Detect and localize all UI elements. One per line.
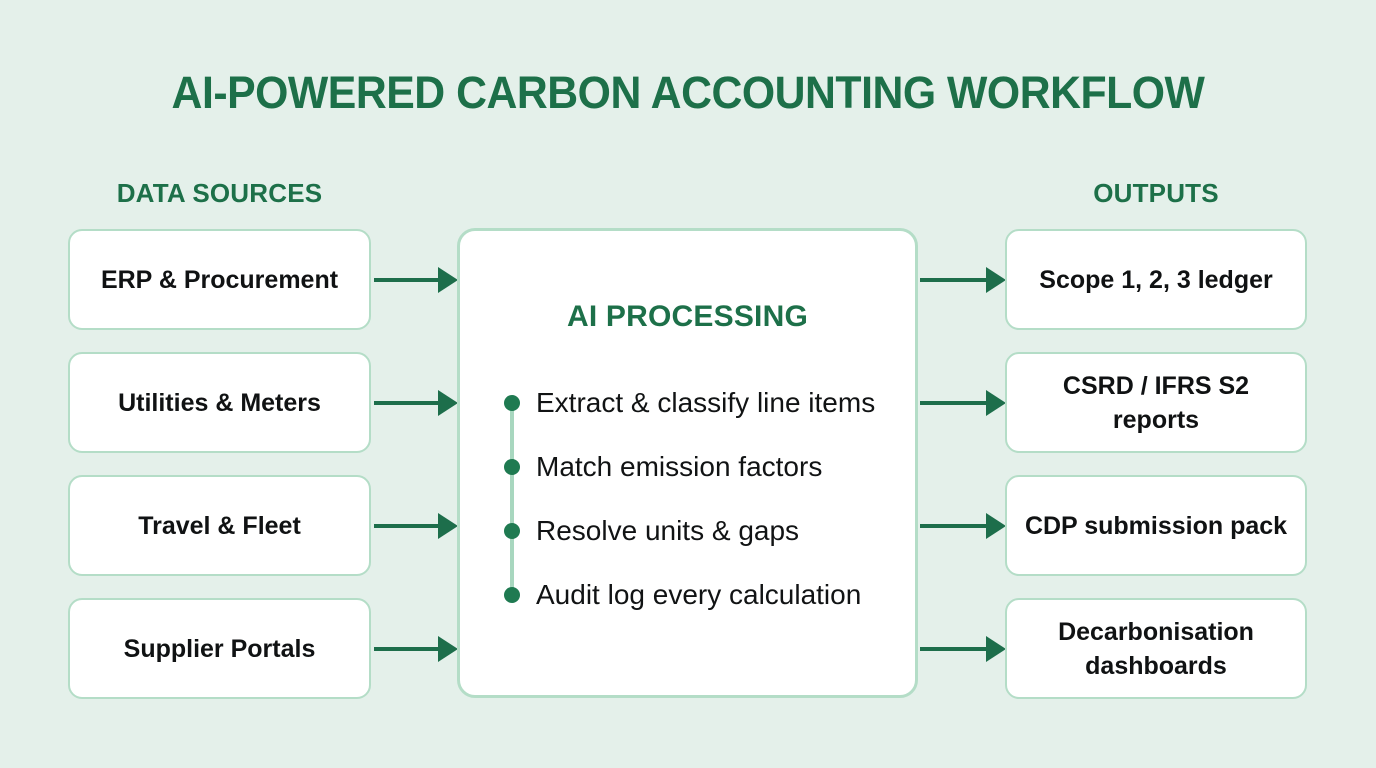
arrow-right-icon-output-3 [920, 513, 1006, 539]
processing-step-audit: Audit log every calculation [460, 563, 915, 627]
ai-processing-panel[interactable]: AI PROCESSING Extract & classify line it… [457, 228, 918, 698]
processing-step-resolve: Resolve units & gaps [460, 499, 915, 563]
ai-processing-heading: AI PROCESSING [567, 300, 808, 333]
source-node-erp-procurement[interactable]: ERP & Procurement [68, 229, 371, 330]
arrow-shaft [374, 278, 440, 282]
source-node-travel-fleet[interactable]: Travel & Fleet [68, 475, 371, 576]
page-title: AI-POWERED CARBON ACCOUNTING WORKFLOW [171, 67, 1205, 118]
processing-step-list: Extract & classify line items Match emis… [460, 371, 915, 627]
processing-step-extract: Extract & classify line items [460, 371, 915, 435]
arrow-right-icon-source-2 [374, 390, 458, 416]
processing-step-label: Match emission factors [536, 451, 823, 482]
arrow-head [438, 513, 458, 539]
processing-step-match: Match emission factors [460, 435, 915, 499]
arrow-shaft [920, 524, 988, 528]
processing-step-label: Audit log every calculation [536, 579, 862, 610]
arrow-right-icon-source-4 [374, 636, 458, 662]
arrow-shaft [920, 401, 988, 405]
arrow-right-icon-output-1 [920, 267, 1006, 293]
arrow-shaft [920, 647, 988, 651]
arrow-head [438, 636, 458, 662]
processing-step-label: Extract & classify line items [536, 387, 876, 418]
column-header-outputs: OUTPUTS [1093, 178, 1219, 208]
arrow-head [986, 513, 1006, 539]
arrow-head [986, 267, 1006, 293]
arrow-shaft [920, 278, 988, 282]
output-node-decarbonisation-dashboards[interactable]: Decarbonisation dashboards [1005, 598, 1307, 699]
processing-step-label: Resolve units & gaps [536, 515, 800, 546]
arrow-shaft [374, 401, 440, 405]
arrow-shaft [374, 647, 440, 651]
bullet-dot-icon [504, 459, 520, 475]
source-node-utilities-meters[interactable]: Utilities & Meters [68, 352, 371, 453]
step-rail-connector [510, 396, 514, 589]
output-node-csrd-ifrs-reports[interactable]: CSRD / IFRS S2 reports [1005, 352, 1307, 453]
bullet-dot-icon [504, 523, 520, 539]
arrow-right-icon-output-4 [920, 636, 1006, 662]
arrow-right-icon-source-1 [374, 267, 458, 293]
output-node-cdp-submission-pack[interactable]: CDP submission pack [1005, 475, 1307, 576]
bullet-dot-icon [504, 395, 520, 411]
arrow-head [438, 267, 458, 293]
output-node-scope-ledger[interactable]: Scope 1, 2, 3 ledger [1005, 229, 1307, 330]
arrow-right-icon-source-3 [374, 513, 458, 539]
arrow-right-icon-output-2 [920, 390, 1006, 416]
arrow-head [438, 390, 458, 416]
bullet-dot-icon [504, 587, 520, 603]
arrow-head [986, 390, 1006, 416]
column-header-data-sources: DATA SOURCES [116, 178, 323, 208]
arrow-head [986, 636, 1006, 662]
arrow-shaft [374, 524, 440, 528]
source-node-supplier-portals[interactable]: Supplier Portals [68, 598, 371, 699]
